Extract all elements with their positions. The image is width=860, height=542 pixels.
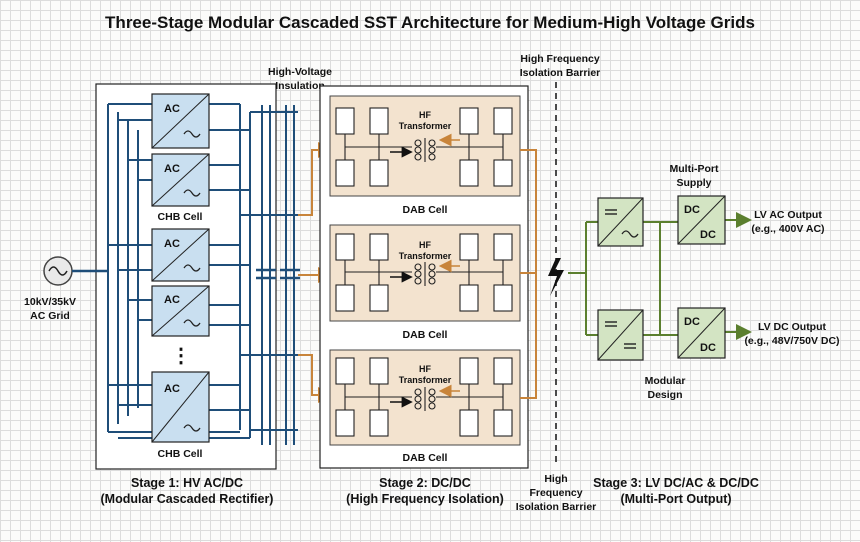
svg-text:Transformer: Transformer [399, 121, 452, 131]
svg-text:AC: AC [164, 163, 180, 175]
stage3-caption-2: (Multi-Port Output) [620, 492, 731, 506]
stage3-wiring [568, 212, 752, 340]
barrier-bottom-label-2: Frequency [529, 487, 582, 499]
svg-text:Transformer: Transformer [399, 251, 452, 261]
multiport-label-2: Supply [676, 177, 711, 189]
modular-label-1: Modular [645, 375, 686, 387]
svg-text:DC: DC [700, 229, 716, 241]
chb-cell: AC [151, 93, 210, 149]
stage2-output-bus [520, 149, 537, 399]
multiport-label-1: Multi-Port [670, 163, 719, 175]
dab-cell: HF Transformer [329, 224, 521, 322]
sine-icon [48, 266, 68, 276]
barrier-top-label-2: Isolation Barrier [520, 67, 601, 79]
hv-insulation-label-1: High-Voltage [268, 66, 332, 78]
dab-cell-label: DAB Cell [403, 204, 448, 216]
dab-cell-label: DAB Cell [403, 452, 448, 464]
svg-text:Transformer: Transformer [399, 375, 452, 385]
stage1-caption-1: Stage 1: HV AC/DC [131, 476, 243, 490]
chb-cell: AC [151, 285, 210, 337]
svg-text:AC: AC [164, 103, 180, 115]
barrier-bottom-label-3: Isolation Barrier [516, 501, 597, 513]
dc-output-label-2: (e.g., 48V/750V DC) [744, 335, 839, 347]
svg-text:DC: DC [684, 204, 700, 216]
svg-text:DC: DC [684, 316, 700, 328]
dab-cell: HF Transformer [329, 95, 521, 197]
svg-text:AC: AC [164, 383, 180, 395]
svg-text:HF: HF [419, 364, 431, 374]
barrier-bottom-label-1: High [544, 473, 567, 485]
barrier-top-label-1: High Frequency [520, 53, 600, 65]
chb-cell-label: CHB Cell [158, 448, 203, 460]
chb-cell: AC [151, 371, 210, 443]
hv-insulation-label-2: Insulation [275, 80, 325, 92]
grid-label-2: AC Grid [30, 310, 70, 322]
chb-cell: AC [151, 228, 210, 282]
ac-source [43, 256, 108, 286]
svg-text:HF: HF [419, 240, 431, 250]
hv-insulation-capacitors [256, 105, 300, 445]
grid-label-1: 10kV/35kV [24, 296, 76, 308]
sine-icon [621, 230, 639, 238]
svg-text:AC: AC [164, 238, 180, 250]
diagram-title: Three-Stage Modular Cascaded SST Archite… [105, 13, 755, 32]
dab-cell-label: DAB Cell [403, 329, 448, 341]
dab-cell: HF Transformer [329, 349, 521, 446]
stage2-caption-1: Stage 2: DC/DC [379, 476, 471, 490]
stage1-caption-2: (Modular Cascaded Rectifier) [101, 492, 274, 506]
dc-dc-converter-lower [597, 309, 644, 361]
svg-text:DC: DC [700, 342, 716, 354]
lightning-icon [548, 258, 564, 296]
dc-output-label-1: LV DC Output [758, 321, 827, 333]
ac-output-label-1: LV AC Output [754, 209, 822, 221]
modular-label-2: Design [647, 389, 682, 401]
chb-ellipsis: ⋮ [171, 345, 191, 367]
chb-cell-label: CHB Cell [158, 211, 203, 223]
ac-output-label-2: (e.g., 400V AC) [751, 223, 824, 235]
svg-text:HF: HF [419, 110, 431, 120]
chb-cell: AC [151, 153, 210, 207]
stage2-caption-2: (High Frequency Isolation) [346, 492, 504, 506]
stage3-caption-1: Stage 3: LV DC/AC & DC/DC [593, 476, 759, 490]
dc-ac-inverter [597, 197, 644, 247]
multiport-dc-dc-lower: DC DC [677, 307, 726, 359]
svg-text:AC: AC [164, 294, 180, 306]
multiport-dc-dc-upper: DC DC [677, 195, 726, 245]
